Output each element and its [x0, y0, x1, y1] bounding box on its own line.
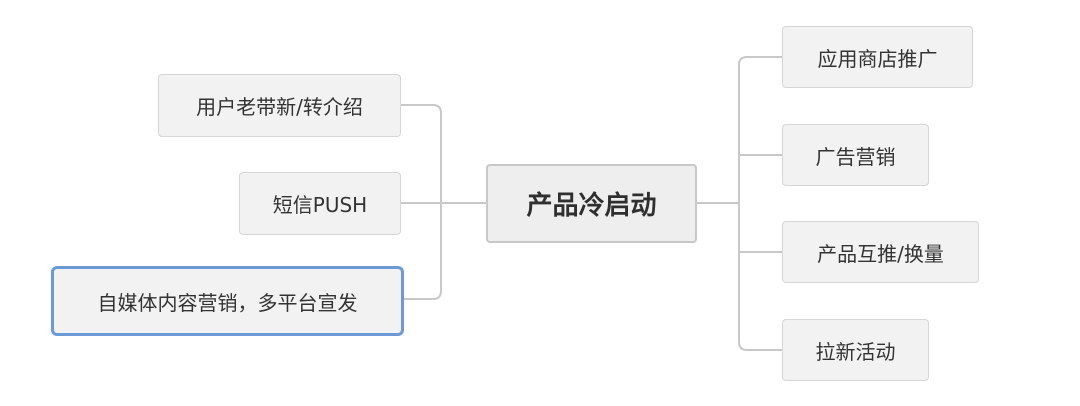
central-topic-node[interactable]: 产品冷启动 [486, 164, 697, 243]
topic-app-store-label: 应用商店推广 [817, 46, 938, 71]
topic-cross-promotion-label: 产品互推/换量 [817, 241, 944, 266]
topic-content-marketing-label: 自媒体内容营销，多平台宣发 [97, 290, 358, 315]
topic-content-marketing-node[interactable]: 自媒体内容营销，多平台宣发 [51, 266, 404, 336]
topic-acquisition-campaign-label: 拉新活动 [815, 339, 896, 364]
topic-sms-push-node[interactable]: 短信PUSH [239, 172, 401, 235]
connector-right-trunk [738, 56, 782, 351]
topic-referral-label: 用户老带新/转介绍 [196, 95, 363, 119]
topic-ad-marketing-label: 广告营销 [815, 144, 896, 169]
topic-referral-node[interactable]: 用户老带新/转介绍 [158, 74, 401, 137]
topic-ad-marketing-node[interactable]: 广告营销 [782, 124, 929, 186]
topic-acquisition-campaign-node[interactable]: 拉新活动 [782, 319, 929, 381]
topic-sms-push-label: 短信PUSH [272, 193, 368, 217]
central-topic-label: 产品冷启动 [526, 191, 657, 221]
topic-cross-promotion-node[interactable]: 产品互推/换量 [782, 221, 979, 283]
topic-app-store-node[interactable]: 应用商店推广 [782, 26, 973, 88]
